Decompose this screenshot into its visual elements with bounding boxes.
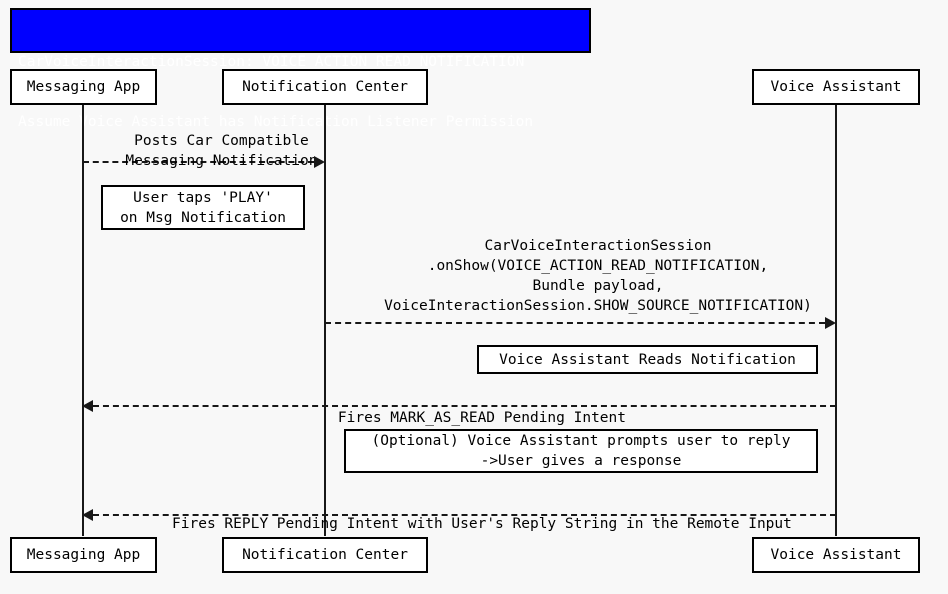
arrowhead-right-posts-notification [314,156,325,168]
message-label-reply-intent: Fires REPLY Pending Intent with User's R… [94,494,835,554]
message-label-onshow: CarVoiceInteractionSession .onShow(VOICE… [325,216,836,336]
arrowhead-left-reply-intent [82,509,93,521]
note-line: User taps 'PLAY' [133,189,273,206]
participant-label: Messaging App [26,547,141,563]
message-label-line: .onShow(VOICE_ACTION_READ_NOTIFICATION, [427,258,769,274]
message-label-line: Bundle payload, [532,278,664,294]
lifeline-messaging-app [82,104,84,536]
participant-bottom-notification-center[interactable]: Notification Center [222,537,428,573]
note-line: on Msg Notification [120,209,286,226]
note-assistant-reads: Voice Assistant Reads Notification [477,345,818,374]
participant-label: Messaging App [26,79,141,95]
message-arrow-mark-as-read [93,405,836,407]
note-line: ->User gives a response [480,453,682,469]
participant-top-messaging-app[interactable]: Messaging App [10,69,157,105]
arrowhead-left-mark-as-read [82,400,93,412]
message-label-line: Fires MARK_AS_READ Pending Intent [337,410,626,426]
message-label-line: Posts Car Compatible [134,133,309,149]
message-label-posts-notification: Posts Car Compatible Messaging Notificat… [83,111,325,191]
message-arrow-posts-notification [83,161,314,163]
participant-label: Notification Center [242,79,408,95]
message-label-line: CarVoiceInteractionSession [484,238,712,254]
participant-top-notification-center[interactable]: Notification Center [222,69,428,105]
message-label-line: Fires REPLY Pending Intent with User's R… [172,516,792,532]
title-line-2: Assume Voice Assistant has Notification … [18,114,534,130]
title-line-1: CarVoiceInteractionSession: VOICE_ACTION… [18,54,525,70]
participant-label: Voice Assistant [770,547,902,563]
lifeline-notification-center [324,104,326,536]
message-arrow-onshow [325,322,825,324]
participant-bottom-messaging-app[interactable]: Messaging App [10,537,157,573]
lifeline-voice-assistant [835,104,837,536]
diagram-title-banner: CarVoiceInteractionSession: VOICE_ACTION… [10,8,591,130]
participant-top-voice-assistant[interactable]: Voice Assistant [752,69,920,105]
participant-label: Voice Assistant [770,79,902,95]
note-line: (Optional) Voice Assistant prompts user … [371,433,791,449]
participant-bottom-voice-assistant[interactable]: Voice Assistant [752,537,920,573]
message-label-line: VoiceInteractionSession.SHOW_SOURCE_NOTI… [384,298,812,314]
note-line: Voice Assistant Reads Notification [499,351,796,368]
participant-label: Notification Center [242,547,408,563]
arrowhead-right-onshow [825,317,836,329]
note-user-taps-play: User taps 'PLAY' on Msg Notification [101,185,305,230]
message-label-mark-as-read: Fires MARK_AS_READ Pending Intent [94,388,835,448]
message-arrow-reply-intent [93,514,836,516]
note-optional-reply-prompt: (Optional) Voice Assistant prompts user … [344,429,818,473]
message-label-line: Messaging Notification [125,153,318,169]
